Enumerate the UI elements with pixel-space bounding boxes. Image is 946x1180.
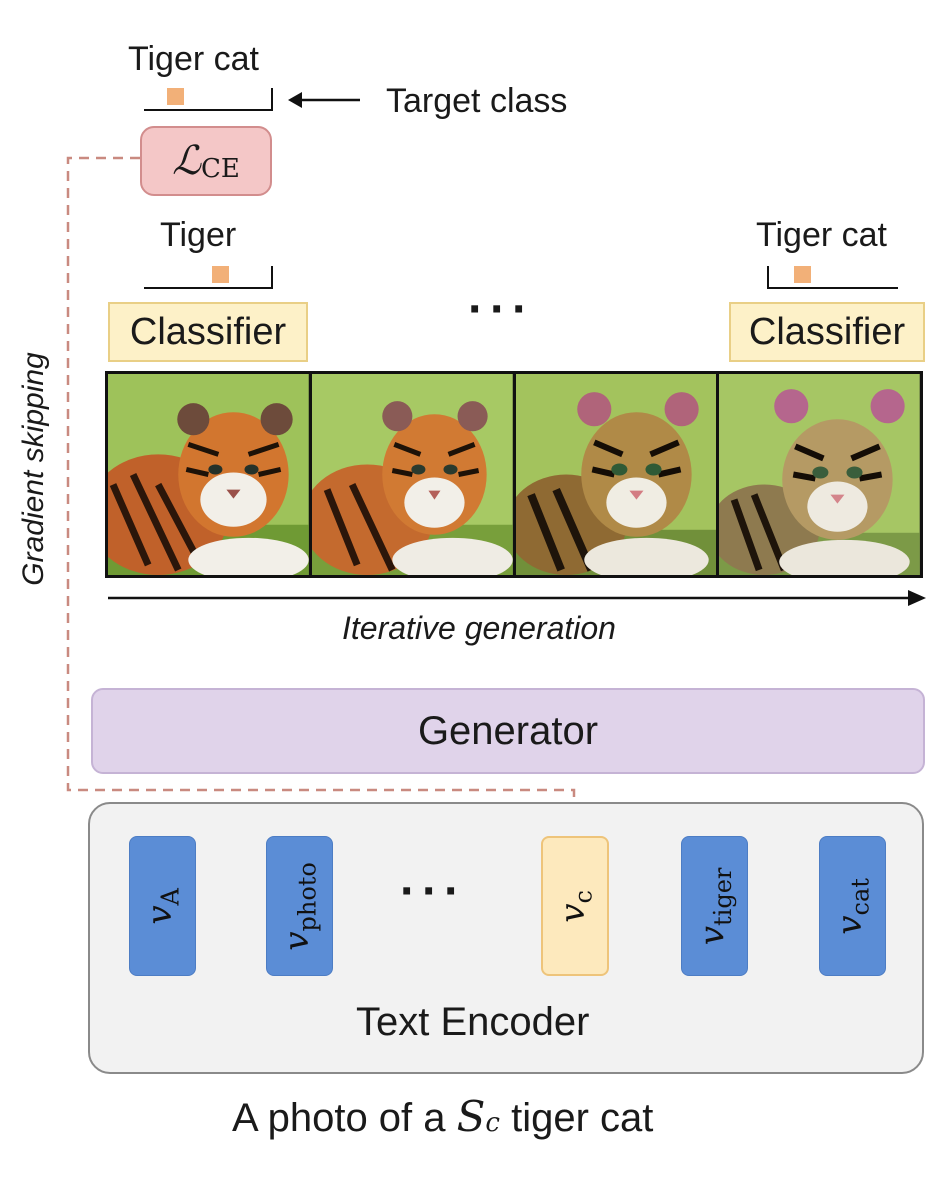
text-encoder-block [88, 802, 924, 1074]
classifier-right: Classifier [729, 302, 925, 362]
iteration-label: Iterative generation [342, 610, 616, 646]
prompt-caption: A photo of a Sc tiger cat [232, 1092, 653, 1141]
generated-image-1 [108, 374, 309, 575]
ellipsis-top: ··· [468, 283, 534, 336]
loss-subscript: CE [200, 154, 240, 184]
target-score-mark [167, 88, 184, 105]
generated-image-strip [105, 371, 923, 578]
gradient-skipping-label: Gradient skipping [17, 352, 50, 586]
target-class-label: Target class [386, 82, 568, 120]
ellipsis-tokens: ··· [400, 865, 466, 918]
generated-image-2 [308, 374, 513, 575]
classifier-right-label: Classifier [748, 310, 906, 353]
left-score-mark [212, 266, 229, 283]
classifier-left-label: Classifier [129, 310, 287, 353]
generator-label: Generator [417, 708, 599, 753]
classifier-left: Classifier [108, 302, 308, 362]
caption-before: A photo of a [232, 1096, 457, 1140]
loss-symbol: ℒ [172, 138, 201, 184]
text-encoder-label: Text Encoder [356, 1000, 590, 1044]
token-v-cat: vcat [819, 836, 886, 976]
target-score-baseline [144, 109, 273, 111]
token-v-tiger: vtiger [681, 836, 748, 976]
left-prediction-label: Tiger [160, 216, 237, 254]
right-score-mark [794, 266, 811, 283]
caption-after: tiger cat [499, 1096, 654, 1140]
right-prediction-label: Tiger cat [756, 216, 888, 254]
left-score-tick [271, 266, 273, 289]
right-score-tick [767, 266, 769, 289]
caption-symbol: S [456, 1092, 486, 1141]
left-score-baseline [144, 287, 273, 289]
right-score-baseline [767, 287, 898, 289]
generated-image-3 [512, 374, 717, 575]
generated-image-4 [716, 374, 920, 575]
target-score-tick [271, 88, 273, 111]
token-v-c: vc [541, 836, 609, 976]
target-class-name: Tiger cat [128, 40, 260, 78]
caption-subscript: c [485, 1108, 500, 1138]
iteration-arrow-icon [108, 590, 926, 606]
generator-block: Generator [91, 688, 925, 774]
target-arrow-icon [288, 92, 360, 108]
token-v-a: vA [129, 836, 196, 976]
token-v-photo: vphoto [266, 836, 333, 976]
